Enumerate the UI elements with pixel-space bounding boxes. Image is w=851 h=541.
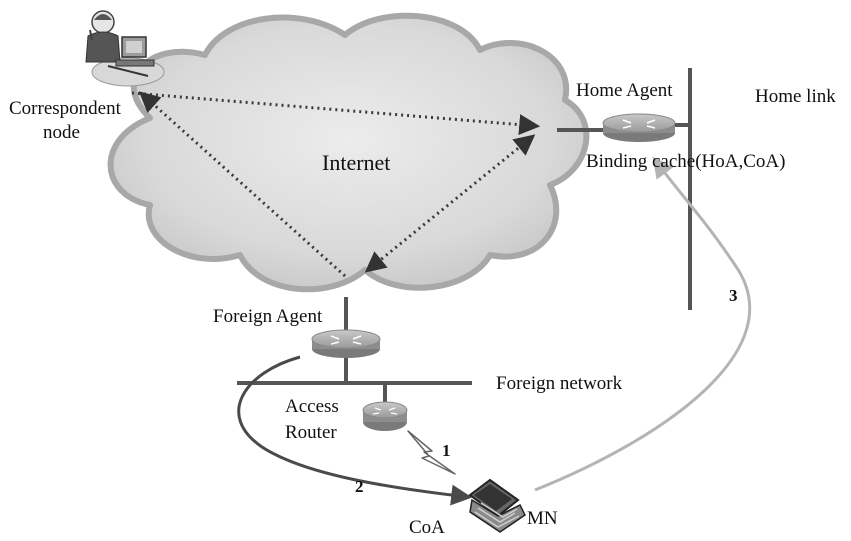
correspondent-node-label-line1: Correspondent [9,98,122,119]
step-1-number: 1 [442,441,451,460]
binding-cache-label: Binding cache(HoA,CoA) [586,151,785,172]
home-agent-router-icon [602,113,676,142]
dotted-data-paths [131,91,541,278]
foreign-agent-router-icon [311,329,381,358]
foreign-agent-label: Foreign Agent [213,306,323,327]
step-3-number: 3 [729,286,738,305]
coa-label: CoA [409,517,445,538]
wireless-link-icon [407,430,456,475]
step-2-arrow [237,355,473,506]
correspondent-node-computer-icon [85,10,165,87]
home-agent-label: Home Agent [576,80,673,101]
correspondent-node-label-line2: node [43,122,80,143]
internet-label: Internet [322,150,390,175]
step-3-arrow [534,156,751,492]
access-router-label-line2: Router [285,422,337,443]
step-2-number: 2 [355,477,364,496]
access-router-icon [362,401,408,431]
mn-label: MN [527,508,558,529]
mobile-node-laptop-icon [468,478,526,533]
access-router-label-line1: Access [285,396,339,417]
foreign-network-label: Foreign network [496,373,623,394]
home-agent-to-foreign-agent-path [364,134,536,273]
cn-to-home-agent-path [131,91,541,136]
home-link-label: Home link [755,86,836,107]
